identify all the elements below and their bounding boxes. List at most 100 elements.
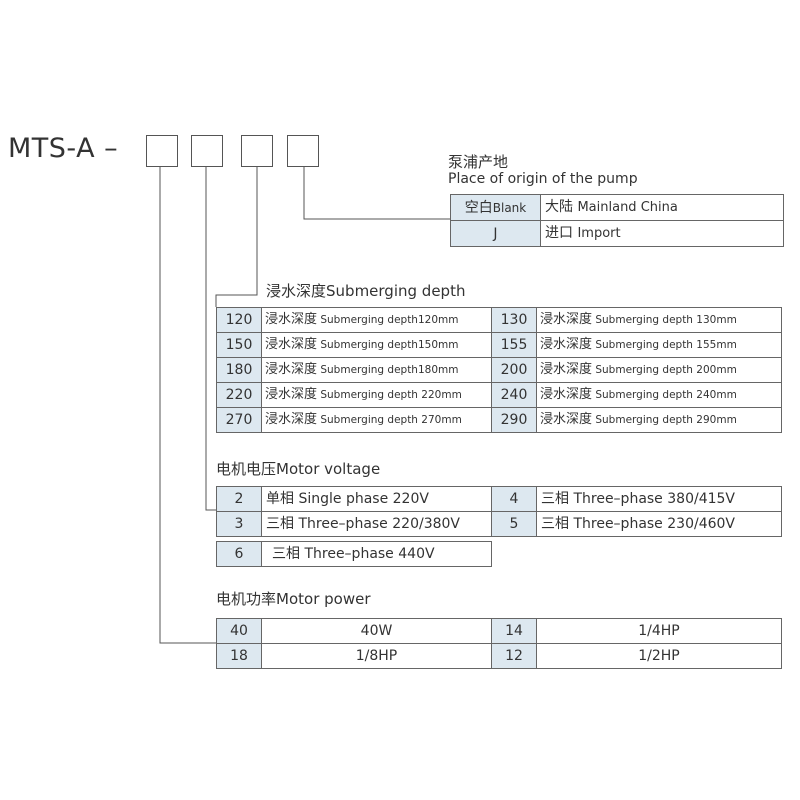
depth-code: 240 [491, 382, 537, 408]
slot-origin [287, 135, 319, 167]
voltage-code: 5 [491, 511, 537, 537]
depth-desc-cn: 浸水深度 [265, 362, 318, 377]
depth-title: 浸水深度Submerging depth [266, 280, 465, 301]
voltage-code: 6 [216, 541, 262, 567]
depth-desc-en: Submerging depth 290mm [595, 414, 737, 426]
depth-code: 220 [216, 382, 262, 408]
origin-code-cell: J [450, 220, 541, 247]
depth-desc-cn: 浸水深度 [540, 362, 593, 377]
power-title: 电机功率Motor power [216, 588, 371, 609]
depth-desc: 浸水深度 Submerging depth 240mm [536, 382, 782, 408]
depth-code: 290 [491, 407, 537, 433]
voltage-desc-cn: 单相 [266, 491, 294, 507]
depth-desc: 浸水深度 Submerging depth 200mm [536, 357, 782, 383]
origin-desc-en: Mainland China [577, 200, 678, 215]
voltage-desc: 三相 Three–phase 440V [261, 541, 492, 567]
depth-desc-cn: 浸水深度 [540, 412, 593, 427]
power-title-cn: 电机功率 [216, 590, 277, 608]
depth-desc-en: Submerging depth 200mm [595, 364, 737, 376]
table-row: J 进口 Import [450, 220, 784, 247]
voltage-desc-en: Three–phase 440V [304, 546, 435, 562]
depth-code: 200 [491, 357, 537, 383]
origin-code-cell: 空白Blank [450, 194, 541, 221]
origin-desc-cell: 进口 Import [540, 220, 784, 247]
table-row: 2 单相 Single phase 220V 4 三相 Three–phase … [216, 486, 782, 512]
origin-desc-en: Import [577, 226, 621, 241]
voltage-desc-cn: 三相 [272, 546, 300, 562]
voltage-code: 3 [216, 511, 262, 537]
voltage-title-en: Motor voltage [276, 460, 381, 478]
depth-desc-cn: 浸水深度 [540, 337, 593, 352]
voltage-desc: 三相 Three–phase 230/460V [536, 511, 782, 537]
power-code: 12 [491, 643, 537, 669]
origin-code-cn: 空白 [464, 199, 493, 216]
depth-desc: 浸水深度 Submerging depth 290mm [536, 407, 782, 433]
depth-desc-en: Submerging depth150mm [320, 339, 459, 351]
voltage-desc-en: Three–phase 230/460V [573, 516, 735, 532]
depth-code: 120 [216, 307, 262, 333]
origin-desc-cell: 大陆 Mainland China [540, 194, 784, 221]
voltage-desc: 三相 Three–phase 380/415V [536, 486, 782, 512]
depth-desc-en: Submerging depth 130mm [595, 314, 737, 326]
voltage-desc: 三相 Three–phase 220/380V [261, 511, 492, 537]
voltage-title-cn: 电机电压 [216, 460, 277, 478]
depth-desc: 浸水深度 Submerging depth 130mm [536, 307, 782, 333]
voltage-desc-en: Single phase 220V [298, 491, 429, 507]
table-row: 18 1/8HP 12 1/2HP [216, 643, 782, 669]
depth-desc-en: Submerging depth120mm [320, 314, 459, 326]
depth-desc-cn: 浸水深度 [265, 337, 318, 352]
slot-power [146, 135, 178, 167]
depth-desc-cn: 浸水深度 [265, 412, 318, 427]
power-code: 40 [216, 618, 262, 644]
voltage-desc-cn: 三相 [541, 491, 569, 507]
table-row: 6 三相 Three–phase 440V [216, 541, 492, 567]
table-row: 3 三相 Three–phase 220/380V 5 三相 Three–pha… [216, 511, 782, 537]
slot-voltage [191, 135, 223, 167]
table-row: 空白Blank 大陆 Mainland China [450, 194, 784, 221]
depth-desc-cn: 浸水深度 [540, 387, 593, 402]
depth-title-en: Submerging depth [326, 282, 466, 300]
voltage-code: 2 [216, 486, 262, 512]
depth-code: 155 [491, 332, 537, 358]
voltage-table: 2 单相 Single phase 220V 4 三相 Three–phase … [216, 486, 782, 537]
depth-title-cn: 浸水深度 [266, 282, 327, 300]
power-desc: 1/4HP [536, 618, 782, 644]
connector-origin [303, 167, 450, 220]
depth-desc-cn: 浸水深度 [265, 387, 318, 402]
power-code: 18 [216, 643, 262, 669]
connector-power [159, 167, 216, 644]
depth-desc: 浸水深度 Submerging depth 270mm [261, 407, 492, 433]
origin-title-cn: 泵浦产地 [448, 153, 509, 171]
depth-desc-en: Submerging depth 240mm [595, 389, 737, 401]
power-title-en: Motor power [276, 590, 371, 608]
power-desc: 40W [261, 618, 492, 644]
origin-table: 空白Blank 大陆 Mainland China J 进口 Import [450, 194, 784, 247]
model-prefix: MTS-A – [8, 133, 119, 164]
depth-desc-cn: 浸水深度 [540, 312, 593, 327]
origin-desc-cn: 大陆 [545, 199, 573, 215]
power-table: 40 40W 14 1/4HP 18 1/8HP 12 1/2HP [216, 618, 782, 669]
depth-desc-cn: 浸水深度 [265, 312, 318, 327]
depth-desc: 浸水深度 Submerging depth180mm [261, 357, 492, 383]
voltage-title: 电机电压Motor voltage [216, 458, 380, 479]
connector-voltage [205, 167, 216, 511]
voltage-desc-cn: 三相 [266, 516, 294, 532]
power-desc: 1/8HP [261, 643, 492, 669]
power-desc: 1/2HP [536, 643, 782, 669]
voltage-table-extra: 6 三相 Three–phase 440V [216, 541, 492, 567]
depth-desc: 浸水深度 Submerging depth150mm [261, 332, 492, 358]
depth-desc-en: Submerging depth 270mm [320, 414, 462, 426]
depth-desc-en: Submerging depth 155mm [595, 339, 737, 351]
origin-code-en: J [493, 225, 498, 242]
origin-desc-cn: 进口 [545, 225, 573, 241]
depth-desc-en: Submerging depth 220mm [320, 389, 462, 401]
depth-desc: 浸水深度 Submerging depth120mm [261, 307, 492, 333]
depth-code: 150 [216, 332, 262, 358]
slot-depth [241, 135, 273, 167]
